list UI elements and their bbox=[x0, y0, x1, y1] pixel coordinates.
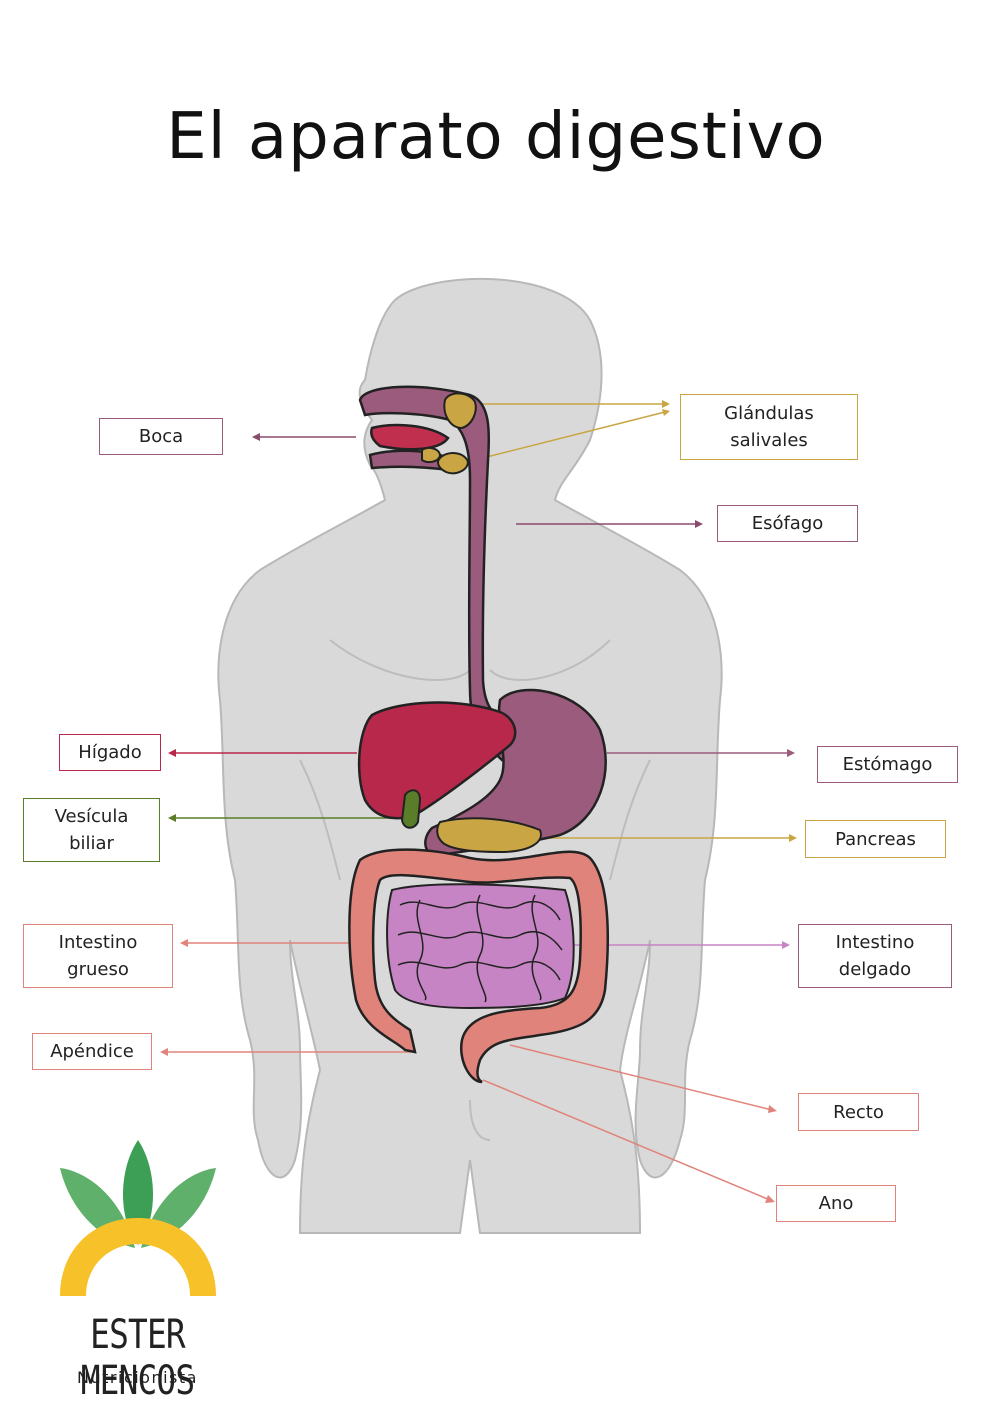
page-title: El aparato digestivo bbox=[166, 100, 826, 174]
large-intestine bbox=[348, 848, 610, 1084]
label-esofago: Esófago bbox=[717, 505, 858, 542]
label-intestino-delgado: Intestino delgado bbox=[798, 924, 952, 988]
stomach bbox=[424, 688, 607, 857]
label-ano: Ano bbox=[776, 1185, 896, 1222]
body-contours bbox=[299, 639, 651, 1141]
label-apendice: Apéndice bbox=[32, 1033, 152, 1070]
label-intestino-grueso: Intestino grueso bbox=[23, 924, 173, 988]
label-glandulas-salivales: Glándulas salivales bbox=[680, 394, 858, 460]
small-intestine-loops bbox=[397, 894, 563, 1003]
label-recto: Recto bbox=[798, 1093, 919, 1131]
small-intestine bbox=[386, 883, 575, 1010]
label-higado: Hígado bbox=[59, 734, 161, 771]
label-vesicula-biliar: Vesícula biliar bbox=[23, 798, 160, 862]
salivary-glands bbox=[421, 392, 477, 475]
label-estomago: Estómago bbox=[817, 746, 958, 783]
pancreas bbox=[436, 817, 542, 854]
connector-lines bbox=[160, 400, 797, 1203]
brand-logo bbox=[60, 1140, 216, 1296]
gallbladder bbox=[400, 789, 422, 829]
label-pancreas: Pancreas bbox=[805, 820, 946, 858]
liver bbox=[357, 701, 517, 820]
label-boca: Boca bbox=[99, 418, 223, 455]
brand-subtitle: Nutricionista bbox=[77, 1368, 198, 1387]
brand-name: ESTER MENCOS bbox=[80, 1312, 195, 1404]
